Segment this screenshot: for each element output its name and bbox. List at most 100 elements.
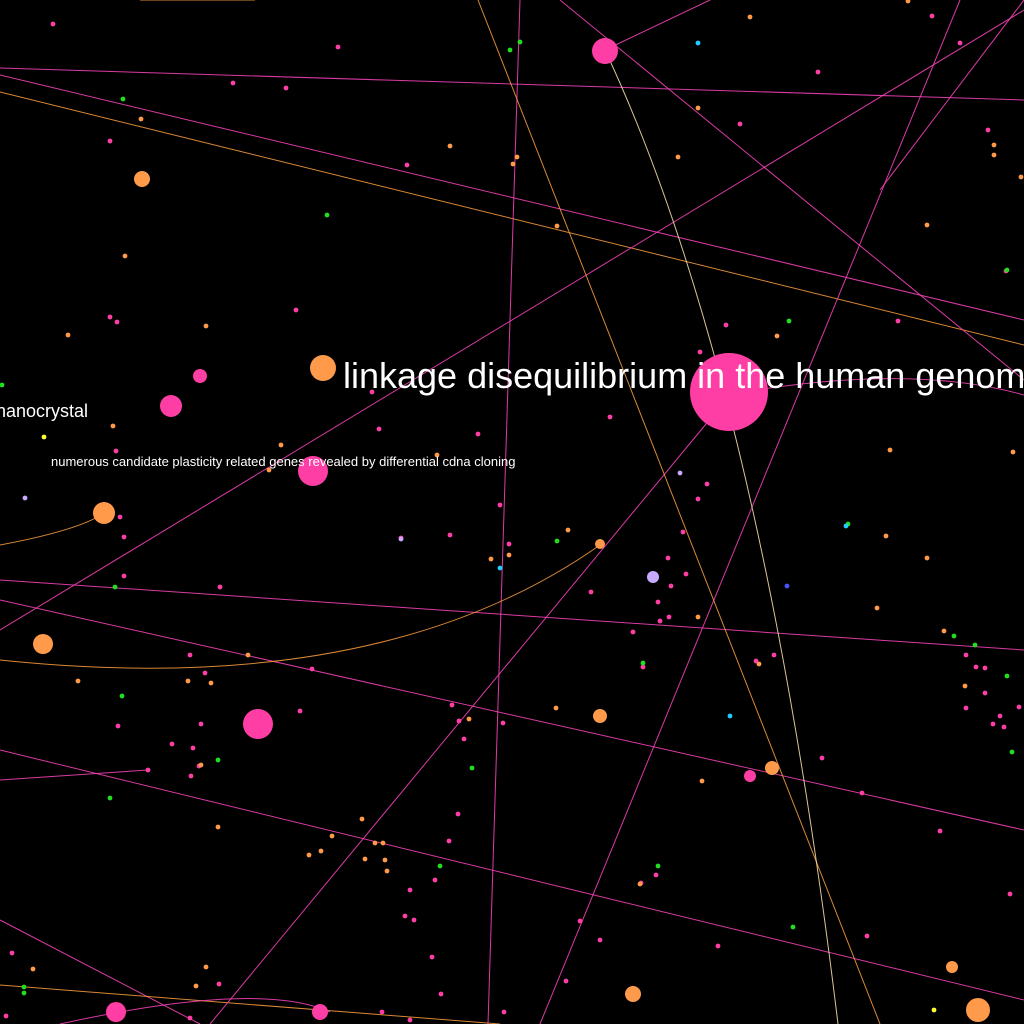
graph-node[interactable]	[1001, 724, 1007, 730]
graph-node[interactable]	[298, 456, 328, 486]
graph-node[interactable]	[202, 670, 208, 676]
graph-node[interactable]	[765, 761, 779, 775]
graph-node[interactable]	[991, 142, 997, 148]
graph-node[interactable]	[75, 678, 81, 684]
graph-node[interactable]	[625, 986, 641, 1002]
graph-node[interactable]	[382, 857, 388, 863]
graph-node[interactable]	[122, 253, 128, 259]
graph-node[interactable]	[962, 683, 968, 689]
graph-node[interactable]	[455, 811, 461, 817]
graph-node[interactable]	[121, 534, 127, 540]
graph-node[interactable]	[864, 933, 870, 939]
graph-node[interactable]	[554, 538, 560, 544]
graph-node[interactable]	[188, 773, 194, 779]
graph-node[interactable]	[215, 757, 221, 763]
graph-node[interactable]	[193, 983, 199, 989]
graph-node[interactable]	[715, 943, 721, 949]
graph-node[interactable]	[704, 481, 710, 487]
graph-node[interactable]	[905, 0, 911, 4]
graph-node[interactable]	[9, 950, 15, 956]
graph-node[interactable]	[597, 937, 603, 943]
graph-node[interactable]	[887, 447, 893, 453]
graph-node[interactable]	[937, 828, 943, 834]
graph-node[interactable]	[369, 389, 375, 395]
graph-node[interactable]	[384, 868, 390, 874]
graph-node[interactable]	[41, 434, 47, 440]
graph-node[interactable]	[21, 990, 27, 996]
graph-node[interactable]	[0, 382, 5, 388]
graph-node[interactable]	[398, 536, 404, 542]
graph-node[interactable]	[963, 652, 969, 658]
graph-node[interactable]	[588, 589, 594, 595]
graph-node[interactable]	[554, 223, 560, 229]
graph-node[interactable]	[695, 496, 701, 502]
graph-node[interactable]	[695, 40, 701, 46]
graph-node[interactable]	[432, 877, 438, 883]
graph-node[interactable]	[203, 323, 209, 329]
graph-node[interactable]	[966, 998, 990, 1022]
graph-node[interactable]	[593, 709, 607, 723]
graph-node[interactable]	[411, 917, 417, 923]
graph-node[interactable]	[677, 470, 683, 476]
graph-node[interactable]	[169, 741, 175, 747]
graph-node[interactable]	[107, 314, 113, 320]
graph-node[interactable]	[293, 307, 299, 313]
graph-node[interactable]	[756, 661, 762, 667]
graph-node[interactable]	[115, 723, 121, 729]
graph-node[interactable]	[266, 467, 272, 473]
graph-node[interactable]	[874, 605, 880, 611]
graph-node[interactable]	[33, 634, 53, 654]
graph-node[interactable]	[187, 1015, 193, 1021]
graph-node[interactable]	[456, 718, 462, 724]
graph-node[interactable]	[407, 887, 413, 893]
graph-node[interactable]	[991, 152, 997, 158]
graph-node[interactable]	[117, 514, 123, 520]
graph-node[interactable]	[774, 333, 780, 339]
graph-node[interactable]	[230, 80, 236, 86]
graph-node[interactable]	[985, 127, 991, 133]
graph-node[interactable]	[372, 840, 378, 846]
graph-node[interactable]	[790, 924, 796, 930]
graph-node[interactable]	[786, 318, 792, 324]
graph-node[interactable]	[429, 954, 435, 960]
graph-node[interactable]	[446, 838, 452, 844]
graph-node[interactable]	[447, 143, 453, 149]
graph-node[interactable]	[982, 690, 988, 696]
graph-node[interactable]	[466, 716, 472, 722]
graph-node[interactable]	[506, 541, 512, 547]
graph-node[interactable]	[690, 353, 768, 431]
graph-node[interactable]	[553, 705, 559, 711]
graph-node[interactable]	[312, 1004, 328, 1020]
graph-node[interactable]	[647, 571, 659, 583]
graph-node[interactable]	[497, 565, 503, 571]
graph-node[interactable]	[297, 708, 303, 714]
graph-node[interactable]	[121, 573, 127, 579]
graph-node[interactable]	[134, 171, 150, 187]
graph-node[interactable]	[324, 212, 330, 218]
graph-node[interactable]	[607, 414, 613, 420]
graph-node[interactable]	[657, 618, 663, 624]
graph-node[interactable]	[120, 96, 126, 102]
graph-node[interactable]	[577, 918, 583, 924]
graph-node[interactable]	[637, 881, 643, 887]
graph-node[interactable]	[335, 44, 341, 50]
graph-node[interactable]	[963, 705, 969, 711]
graph-node[interactable]	[488, 556, 494, 562]
graph-node[interactable]	[929, 13, 935, 19]
graph-node[interactable]	[819, 755, 825, 761]
graph-node[interactable]	[753, 658, 759, 664]
graph-node[interactable]	[22, 495, 28, 501]
graph-node[interactable]	[407, 1017, 413, 1023]
graph-node[interactable]	[187, 652, 193, 658]
graph-node[interactable]	[404, 162, 410, 168]
graph-node[interactable]	[815, 69, 821, 75]
graph-node[interactable]	[185, 678, 191, 684]
graph-node[interactable]	[50, 21, 56, 27]
graph-node[interactable]	[997, 713, 1003, 719]
graph-node[interactable]	[379, 1009, 385, 1015]
graph-node[interactable]	[946, 961, 958, 973]
graph-node[interactable]	[106, 1002, 126, 1022]
graph-node[interactable]	[630, 629, 636, 635]
graph-node[interactable]	[747, 14, 753, 20]
